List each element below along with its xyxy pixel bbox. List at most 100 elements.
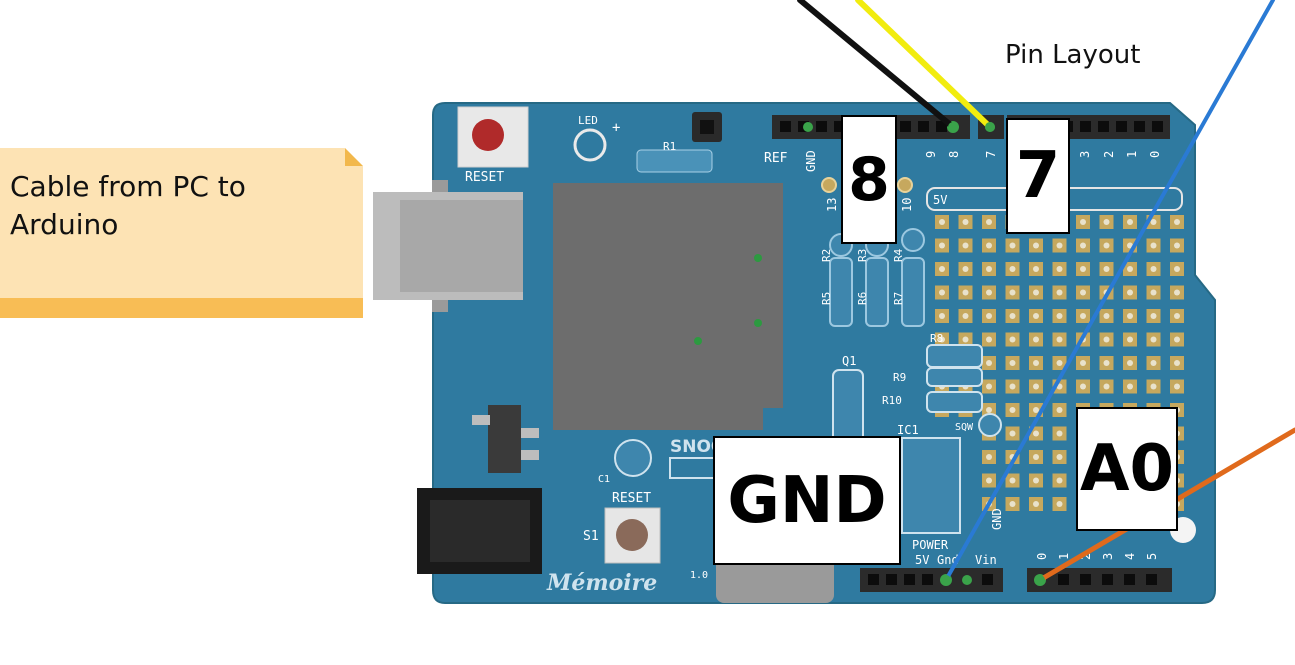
proto-pad-hole — [1010, 290, 1016, 296]
proto-pad-hole — [963, 290, 969, 296]
r9-label: R9 — [893, 371, 906, 384]
proto-pad-hole — [1151, 313, 1157, 319]
proto-pad-hole — [1033, 407, 1039, 413]
proto-pad-hole — [1033, 431, 1039, 437]
proto-pad-hole — [1174, 313, 1180, 319]
r6-label: R6 — [856, 292, 869, 305]
r10-label: R10 — [882, 394, 902, 407]
proto-pad-hole — [1057, 266, 1063, 272]
proto-pad-hole — [1057, 431, 1063, 437]
proto-pad-hole — [986, 290, 992, 296]
power-header — [860, 568, 1003, 592]
r5-label: R5 — [820, 292, 833, 305]
note-line-1: Cable from PC to — [10, 168, 340, 206]
proto-pad-hole — [986, 266, 992, 272]
proto-pad-hole — [1010, 431, 1016, 437]
proto-pad-hole — [1010, 337, 1016, 343]
proto-pad-hole — [1010, 313, 1016, 319]
resistors-r8-r10 — [927, 345, 982, 412]
proto-pad-hole — [1104, 266, 1110, 272]
proto-pad-hole — [1057, 407, 1063, 413]
reset-button-label: RESET — [612, 491, 651, 506]
proto-pad-hole — [1033, 384, 1039, 390]
proto-pad-hole — [1033, 454, 1039, 460]
proto-pad-hole — [986, 384, 992, 390]
proto-pad-hole — [1127, 290, 1133, 296]
pin-8-label: 8 — [841, 115, 897, 244]
proto-pad-hole — [1033, 501, 1039, 507]
proto-pad-hole — [1174, 219, 1180, 225]
a0-label: A0 — [1076, 407, 1178, 531]
proto-pad-hole — [1104, 360, 1110, 366]
proto-pad-hole — [1104, 219, 1110, 225]
proto-pad-hole — [1080, 360, 1086, 366]
proto-pad-hole — [1151, 266, 1157, 272]
proto-pad-hole — [1104, 313, 1110, 319]
proto-pad-hole — [1127, 337, 1133, 343]
proto-pad-hole — [1104, 337, 1110, 343]
proto-pad-hole — [1104, 384, 1110, 390]
analog-header — [1027, 568, 1172, 592]
note-bottom-bar — [0, 298, 363, 318]
proto-pad-hole — [1151, 384, 1157, 390]
proto-pad-hole — [1057, 243, 1063, 249]
proto-pad-hole — [939, 290, 945, 296]
power-label: POWER — [912, 538, 949, 552]
5v-rail-label: 5V — [933, 193, 947, 207]
proto-pad-hole — [986, 243, 992, 249]
pin0-label: 0 — [1148, 151, 1162, 158]
c1-label: C1 — [598, 474, 610, 485]
proto-pad-hole — [1033, 243, 1039, 249]
q1-label: Q1 — [842, 354, 856, 368]
proto-pad-hole — [1010, 360, 1016, 366]
proto-pad-hole — [1151, 337, 1157, 343]
proto-pad-hole — [1010, 384, 1016, 390]
proto-pad-hole — [1010, 266, 1016, 272]
proto-pad-hole — [1080, 384, 1086, 390]
pin-7-label: 7 — [1006, 118, 1070, 234]
reset-button-s1 — [605, 508, 660, 563]
proto-pad-hole — [986, 219, 992, 225]
proto-pad-hole — [986, 360, 992, 366]
r3-label: R3 — [856, 249, 869, 262]
gnd-side-label: GND — [990, 508, 1004, 530]
proto-pad-hole — [1151, 360, 1157, 366]
proto-pad-hole — [1080, 219, 1086, 225]
proto-pad-hole — [1174, 337, 1180, 343]
proto-pad-hole — [963, 219, 969, 225]
proto-pad-hole — [1127, 266, 1133, 272]
proto-pad-hole — [986, 337, 992, 343]
proto-pad-hole — [1127, 313, 1133, 319]
r1-label: R1 — [663, 140, 676, 153]
proto-pad-hole — [1174, 360, 1180, 366]
proto-pad-hole — [986, 454, 992, 460]
svg-text:+: + — [612, 120, 620, 136]
proto-pad-hole — [1033, 478, 1039, 484]
proto-pad-hole — [1174, 266, 1180, 272]
proto-pad-hole — [1010, 243, 1016, 249]
proto-pad-hole — [1010, 478, 1016, 484]
diagram-title: Pin Layout — [1005, 40, 1140, 70]
proto-pad-hole — [986, 478, 992, 484]
vin-label: Vin — [975, 553, 997, 567]
proto-pad-hole — [939, 219, 945, 225]
analog-5-label: 5 — [1145, 553, 1159, 560]
reset-top-label: RESET — [465, 170, 504, 185]
note-text: Cable from PC to Arduino — [10, 168, 340, 244]
analog-4-label: 4 — [1123, 553, 1137, 560]
proto-pad-hole — [1151, 243, 1157, 249]
proto-pad-hole — [1080, 266, 1086, 272]
r8-label: R8 — [930, 332, 943, 345]
dc-jack — [417, 488, 542, 574]
pin7-header-label: 7 — [984, 151, 998, 158]
pin9-label: 9 — [924, 151, 938, 158]
proto-pad-hole — [1057, 290, 1063, 296]
proto-pad-hole — [1057, 478, 1063, 484]
proto-pad-hole — [1057, 501, 1063, 507]
pin2-label: 2 — [1102, 151, 1116, 158]
proto-pad-hole — [963, 266, 969, 272]
proto-pad-hole — [963, 337, 969, 343]
analog-3-label: 3 — [1101, 553, 1115, 560]
proto-pad-hole — [986, 313, 992, 319]
